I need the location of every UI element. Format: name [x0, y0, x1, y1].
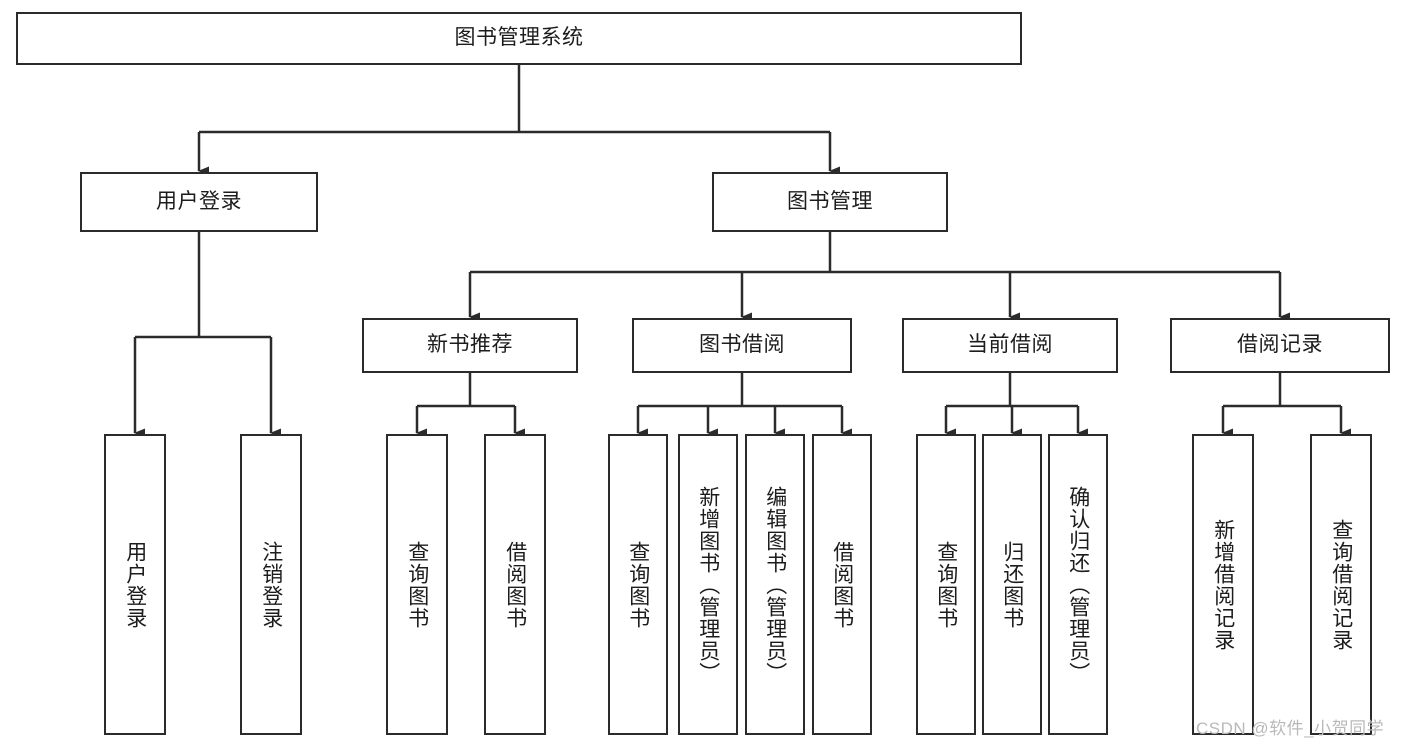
- node-label: 新增借阅记录: [1211, 518, 1235, 651]
- node-l3-c4[interactable]: 借阅图书: [812, 434, 872, 735]
- node-label: 归还图书: [1000, 540, 1024, 629]
- node-label: 借阅图书: [830, 540, 854, 629]
- node-label: 注销登录: [259, 540, 283, 629]
- node-l3-c1[interactable]: 查询图书: [608, 434, 668, 735]
- csdn-watermark: CSDN @软件_小贺同学: [1196, 719, 1385, 738]
- node-l2-current[interactable]: 当前借阅: [902, 318, 1118, 373]
- node-l3-a1[interactable]: 用户登录: [104, 434, 166, 735]
- node-l3-d1[interactable]: 查询图书: [916, 434, 976, 735]
- node-label: 用户登录: [123, 540, 147, 629]
- node-label: 查询图书: [626, 540, 650, 629]
- node-l1-books[interactable]: 图书管理: [712, 172, 948, 232]
- node-l1-login[interactable]: 用户登录: [80, 172, 318, 232]
- node-l2-record[interactable]: 借阅记录: [1170, 318, 1390, 373]
- node-l3-b2[interactable]: 借阅图书: [484, 434, 546, 735]
- node-l3-b1[interactable]: 查询图书: [386, 434, 448, 735]
- node-label: 图书管理系统: [454, 26, 584, 50]
- node-label: 查询图书: [934, 540, 958, 629]
- node-l3-d3[interactable]: 确认归还（管理员）: [1048, 434, 1108, 735]
- node-label: 查询借阅记录: [1329, 518, 1353, 651]
- node-root[interactable]: 图书管理系统: [16, 12, 1022, 65]
- node-l3-a2[interactable]: 注销登录: [240, 434, 302, 735]
- node-l2-new[interactable]: 新书推荐: [362, 318, 578, 373]
- node-label: 查询图书: [405, 540, 429, 629]
- node-label: 借阅图书: [503, 540, 527, 629]
- node-label: 新增图书（管理员）: [696, 485, 720, 684]
- node-label: 确认归还（管理员）: [1066, 485, 1090, 684]
- node-l2-borrow[interactable]: 图书借阅: [632, 318, 852, 373]
- node-l3-c2[interactable]: 新增图书（管理员）: [678, 434, 738, 735]
- node-label: 当前借阅: [967, 333, 1053, 357]
- node-label: 图书借阅: [699, 333, 785, 357]
- node-l3-c3[interactable]: 编辑图书（管理员）: [745, 434, 805, 735]
- node-label: 编辑图书（管理员）: [763, 485, 787, 684]
- node-label: 用户登录: [156, 189, 242, 213]
- node-l3-d2[interactable]: 归还图书: [982, 434, 1042, 735]
- node-l3-e2[interactable]: 查询借阅记录: [1310, 434, 1372, 735]
- node-label: 图书管理: [787, 189, 873, 213]
- node-label: 新书推荐: [427, 333, 513, 357]
- node-label: 借阅记录: [1237, 333, 1323, 357]
- node-l3-e1[interactable]: 新增借阅记录: [1192, 434, 1254, 735]
